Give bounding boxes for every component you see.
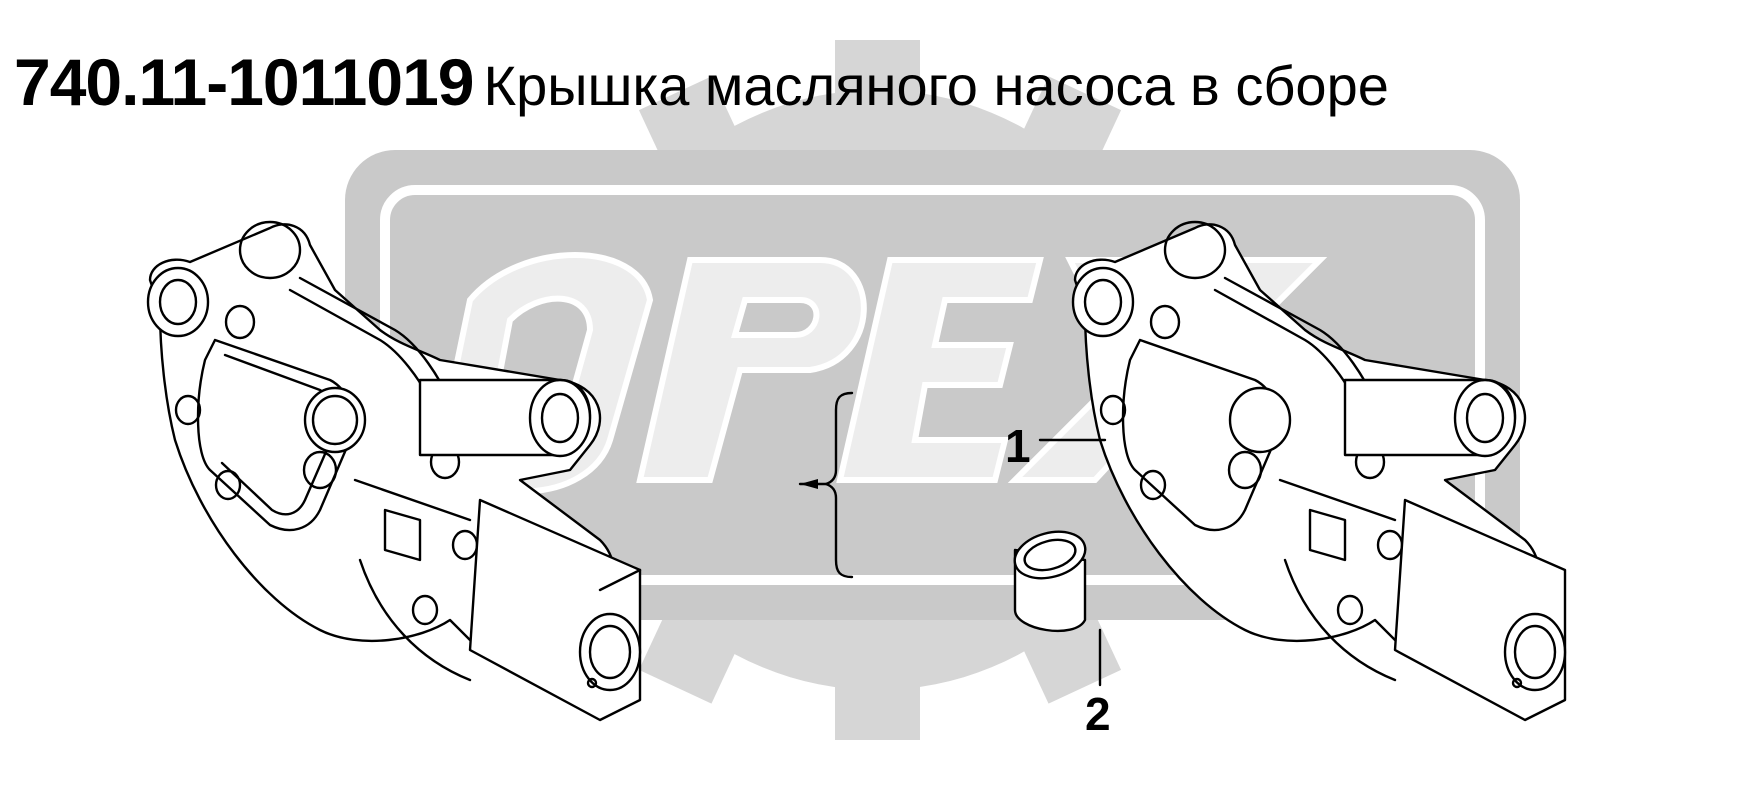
callout-1-label: 1 — [1005, 420, 1031, 472]
callout-1: 1 — [1005, 420, 1107, 472]
assembly-arrow — [798, 479, 828, 489]
callout-2: 2 — [1085, 628, 1111, 740]
bushing-part — [1013, 530, 1087, 633]
callout-2-label: 2 — [1085, 688, 1111, 740]
part-number: 740.11-1011019 — [14, 45, 475, 119]
cover-assembly-left — [146, 220, 642, 722]
cover-part-right — [1071, 220, 1567, 722]
part-name: Крышка масляного насоса в сборе — [483, 54, 1389, 117]
